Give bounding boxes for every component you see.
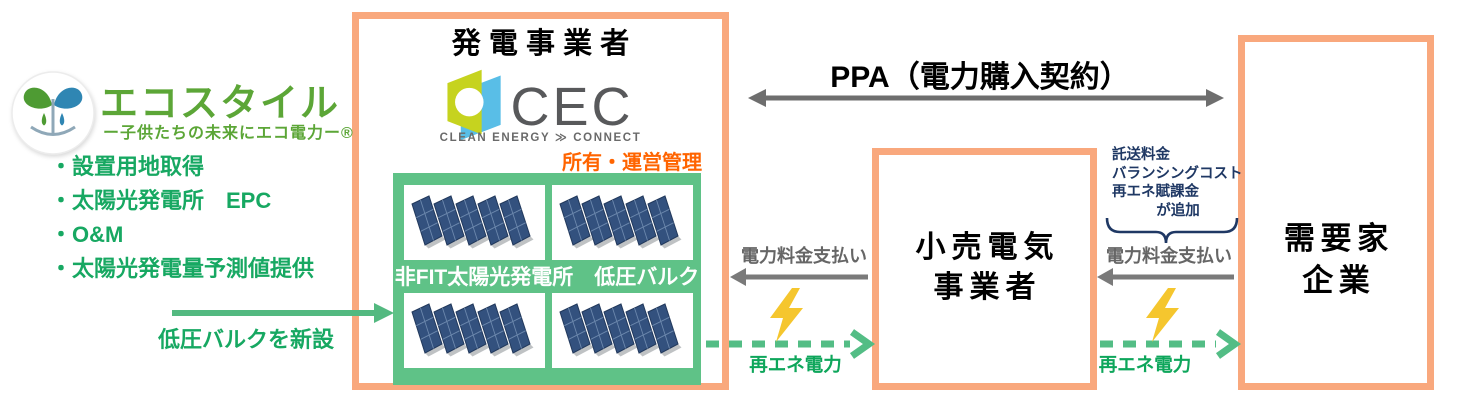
service-item: ・設置用地取得 [50, 154, 205, 179]
ownership-role-label: 所有・運営管理 [562, 152, 702, 174]
service-item: ・太陽光発電所 EPC [50, 188, 272, 213]
new-bulk-label: 低圧バルクを新設 [158, 327, 335, 352]
added-fees-note: 託送料金 バランシングコスト 再エネ賦課金 が追加 [1112, 146, 1244, 220]
solar-panels-image [552, 293, 693, 368]
cec-logo-subtitle: CLEAN ENERGY ≫ CONNECT [439, 132, 642, 144]
cec-logo-icon [447, 66, 503, 147]
cec-logo: CEC [352, 66, 729, 147]
fee-line: 再エネ賦課金 [1112, 184, 1199, 200]
plant-label: 非FIT太陽光発電所 低圧バルク [394, 266, 700, 289]
generator-box-title: 発電事業者 [451, 28, 638, 60]
retailer-box-title: 小売電気 事業者 [872, 228, 1097, 308]
solar-panels-image [552, 185, 693, 260]
service-item: ・O&M [50, 222, 124, 247]
service-item: ・太陽光発電量予測値提供 [50, 256, 315, 281]
consumer-title-line1: 需要家 [1283, 221, 1394, 256]
fee-line: 託送料金 [1112, 147, 1170, 163]
retailer-box [872, 148, 1097, 390]
renewable-power-label-right: 再エネ電力 [1098, 354, 1192, 375]
payment-arrow-right [1097, 268, 1234, 286]
fee-line: バランシングコスト [1112, 165, 1243, 182]
cec-logo-text: CEC [510, 76, 634, 137]
consumer-title-line2: 企業 [1302, 263, 1376, 298]
ecostyle-brand-name: エコスタイル [100, 83, 341, 125]
ppa-contract-label: PPA（電力購入契約） [830, 61, 1130, 94]
lightning-icon [770, 288, 803, 342]
solar-panels-image [404, 293, 545, 368]
fee-line: が追加 [1156, 202, 1200, 219]
retailer-title-line1: 小売電気 [915, 231, 1060, 264]
fees-brace-icon [1105, 217, 1239, 244]
renewable-power-label-left: 再エネ電力 [749, 354, 842, 375]
consumer-box-title: 需要家 企業 [1238, 218, 1434, 302]
ecostyle-logo-icon [10, 70, 96, 156]
payment-label-right: 電力料金支払い [1106, 246, 1232, 266]
ecostyle-tagline: ー子供たちの未来にエコ電力ー® [103, 125, 354, 142]
ecostyle-services-list: ・設置用地取得 ・太陽光発電所 EPC ・O&M ・太陽光発電量予測値提供 [50, 150, 314, 286]
payment-label-left: 電力料金支払い [741, 246, 867, 266]
consumer-box [1238, 35, 1434, 390]
solar-panels-image [404, 185, 545, 260]
retailer-title-line2: 事業者 [933, 271, 1042, 304]
payment-arrow-left [730, 268, 868, 286]
lightning-icon [1146, 288, 1179, 342]
